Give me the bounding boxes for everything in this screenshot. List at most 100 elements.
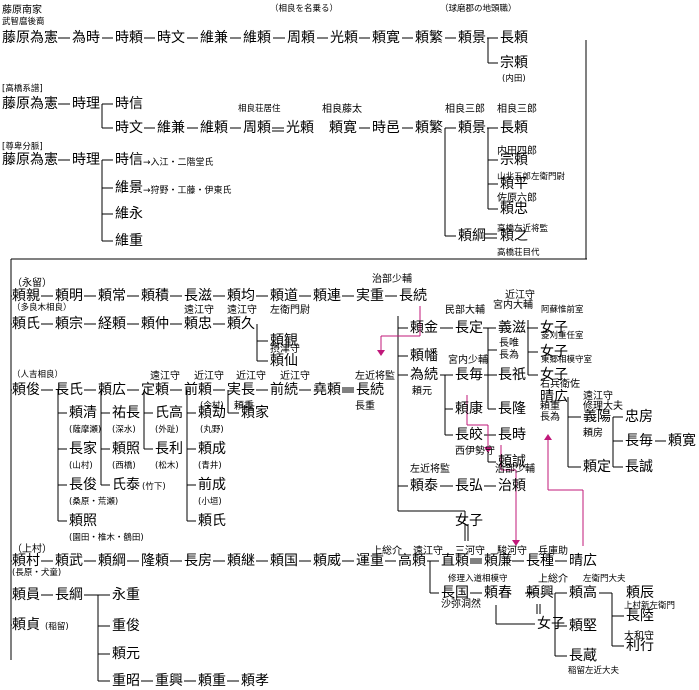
- person-b9: 頼寛: [329, 120, 357, 136]
- note-p4: （球磨郡の地頭職）: [440, 4, 517, 14]
- person-a9: 頼寛: [372, 30, 400, 46]
- note-e0: （多良木相良）: [12, 303, 72, 313]
- note-h22n: 上村新左衛門: [624, 601, 676, 611]
- person-f1: 頼俊: [12, 382, 40, 398]
- person-h24: 長蔵: [569, 648, 597, 664]
- person-g5: 頼幡: [410, 348, 438, 364]
- note-g10n: 宮内少輔: [448, 355, 488, 366]
- person-g17: 頼康: [455, 401, 483, 417]
- note-p2: 武智麿後裔: [2, 17, 45, 27]
- note-b13n: 相良三郎: [497, 104, 537, 115]
- note-g6: 長唯: [499, 338, 519, 349]
- person-b5: 維兼: [157, 120, 185, 136]
- note-b9n: 相良藤太: [322, 104, 362, 115]
- person-g16: 頼寛: [668, 433, 696, 449]
- person-d9: 実重: [356, 288, 384, 304]
- person-c1: 藤原為憲: [2, 152, 58, 168]
- person-i10: 頼孝: [241, 673, 269, 689]
- person-h23: 利行: [626, 638, 654, 654]
- note-f14n: (深水): [112, 425, 136, 435]
- note-f9n: 左近将監: [355, 371, 395, 382]
- note-g6n: 長為: [499, 350, 519, 361]
- note-f19nn: (丸野): [200, 425, 224, 435]
- note-p3: （相良を名乗る）: [270, 4, 339, 14]
- note-e8n: 摂津守: [270, 344, 300, 355]
- person-b6: 維頼: [200, 120, 228, 136]
- person-g25: 長弘: [455, 478, 483, 494]
- note-f0: （人吉相良）: [12, 370, 64, 380]
- person-g1: 頼金: [410, 320, 438, 336]
- person-b11: 頼繁: [415, 120, 443, 136]
- person-c7: 頼綱: [458, 228, 486, 244]
- note-f15n: (西橋): [112, 461, 136, 471]
- person-b1: 藤原為憲: [2, 96, 58, 112]
- person-b4: 時文: [115, 120, 143, 136]
- note-g13n: 遠江守: [583, 391, 613, 402]
- person-f15: 頼照: [112, 441, 140, 457]
- person-d8: 頼連: [313, 288, 341, 304]
- person-g14: 忠房: [625, 409, 653, 425]
- note-c8nn: 高橋左近将監: [497, 224, 549, 234]
- person-a12: 長頼: [500, 30, 528, 46]
- person-d2: 頼明: [55, 288, 83, 304]
- note-g3nn: 宮内大輔: [493, 300, 533, 311]
- person-g19: 長皎: [455, 427, 483, 443]
- person-h1: 頼村: [12, 553, 40, 569]
- person-e7: 頼観: [270, 333, 298, 349]
- person-a5: 維兼: [200, 30, 228, 46]
- note-p1: 藤原南家: [2, 5, 42, 16]
- person-e1: 頼氏: [12, 316, 40, 332]
- person-h16: 頼春: [484, 585, 512, 601]
- note-e6n: 遠江守: [227, 305, 257, 316]
- person-h11: 直頼: [441, 553, 469, 569]
- person-b12: 頼景: [458, 120, 486, 136]
- note-g12nn: 頼重: [540, 401, 560, 412]
- note-h0: （上村）: [12, 544, 52, 555]
- note-g3n: 近江守: [505, 290, 535, 301]
- person-a1: 藤原為憲: [2, 30, 58, 46]
- note-i3n: (稲留): [45, 622, 69, 632]
- person-h13: 長種: [526, 553, 554, 569]
- person-f6: 実長: [227, 382, 255, 398]
- person-h7: 頼国: [270, 553, 298, 569]
- note-f4n: 遠江守: [150, 371, 180, 382]
- note-h11n: 三河守: [455, 546, 485, 557]
- note-h10n: 遠江守: [413, 546, 443, 557]
- person-g7: 女子: [540, 344, 568, 360]
- person-i1: 頼員: [12, 587, 40, 603]
- person-i4: 永重: [112, 587, 140, 603]
- person-g23: 長誠: [625, 459, 653, 475]
- person-h18: 女子: [537, 616, 565, 632]
- person-b7: 周頼: [243, 120, 271, 136]
- note-b12n: 相良三郎: [445, 104, 485, 115]
- person-g4: 女子: [540, 320, 568, 336]
- note-g9n: 頼元: [412, 386, 432, 397]
- person-e8: 頼仙: [270, 353, 298, 369]
- person-h6: 頼継: [227, 553, 255, 569]
- note-c3a: →入江・二階堂氏: [143, 158, 214, 168]
- person-e2: 頼宗: [55, 316, 83, 332]
- note-i0: (長原・犬童): [12, 568, 62, 578]
- person-a2: 為時: [72, 30, 100, 46]
- note-f5n: 近江守: [194, 371, 224, 382]
- person-g8: 女子: [540, 367, 568, 383]
- person-a6: 維頼: [243, 30, 271, 46]
- note-h15n: 修理入道相模守: [448, 574, 508, 584]
- person-d10: 長続: [399, 288, 427, 304]
- person-f19: 頼劫: [198, 405, 226, 421]
- person-f8: 堯頼: [313, 382, 341, 398]
- person-g9: 為続: [410, 367, 438, 383]
- note-b7n: 相良荘居住: [238, 104, 281, 114]
- person-b10: 時邑: [372, 120, 400, 136]
- person-h10: 高頼: [398, 553, 426, 569]
- person-h22: 長陸: [626, 608, 654, 624]
- person-c9: 宗頼: [500, 152, 528, 168]
- note-f12n: (桑原・荒瀬): [69, 497, 119, 507]
- person-d4: 頼積: [141, 288, 169, 304]
- person-g26: 治頼: [498, 478, 526, 494]
- adoption-arrow: [512, 540, 520, 546]
- person-h20: 頼辰: [626, 585, 654, 601]
- note-g13nnn: 頼房: [583, 428, 603, 439]
- note-g7n: 菱刈重任室: [541, 331, 584, 341]
- person-d1: 頼親: [12, 288, 40, 304]
